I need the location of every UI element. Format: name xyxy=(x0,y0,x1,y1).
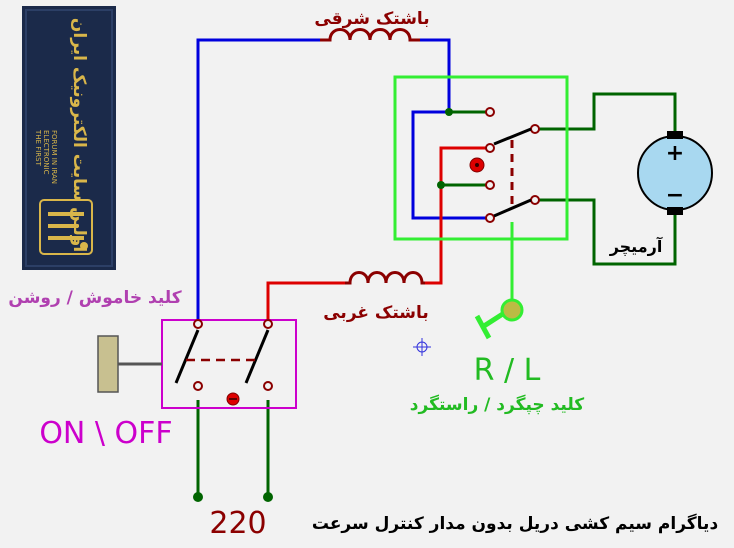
power-switch-handle xyxy=(97,335,119,393)
crosshair-icon xyxy=(413,338,431,356)
power-switch-label: کلید خاموش / روشن xyxy=(8,288,181,308)
power-switch-blades xyxy=(174,329,270,384)
supply-terminal-right xyxy=(263,492,273,502)
logo-english-3: FORUM IN IRAN xyxy=(50,130,58,184)
logo-english-1: THE FIRST xyxy=(34,129,42,167)
diagram-caption: دیاگرام سیم کشی دریل بدون مدار کنترل سرع… xyxy=(312,513,719,534)
wires xyxy=(196,38,677,497)
armature-wire-positive xyxy=(537,92,677,134)
toggle-lever-icon xyxy=(474,298,524,340)
armature-label: آرمیچر xyxy=(609,236,663,257)
screw-icon xyxy=(226,392,240,406)
junction-dot xyxy=(437,181,445,189)
power-switch-contacts xyxy=(193,319,273,391)
supply-voltage-label: 220 xyxy=(209,506,266,541)
armature-motor: + − xyxy=(637,131,713,215)
screw-icon xyxy=(469,157,485,173)
coil-west xyxy=(345,271,425,285)
direction-switch-contacts xyxy=(485,107,540,223)
motor-minus-sign: − xyxy=(666,183,684,208)
motor-plus-sign: + xyxy=(666,141,684,166)
blue-wire xyxy=(196,38,486,320)
coil-east-label: باشتک شرقی xyxy=(314,9,429,29)
supply-terminal-left xyxy=(193,492,203,502)
motor-terminal-bottom xyxy=(667,207,683,215)
logo-english-2: ELECTRONIC xyxy=(42,130,50,175)
logo-emblem-icon xyxy=(39,199,93,255)
logo-persian-text: اولین سایت الکترونیک ایران xyxy=(69,18,89,252)
power-switch xyxy=(97,319,297,409)
on-off-label: ON \ OFF xyxy=(39,416,172,451)
coil-east xyxy=(320,28,420,42)
logo-inner-frame xyxy=(25,9,113,267)
coil-west-label: باشتک غربی xyxy=(323,303,429,323)
armature-wire-negative xyxy=(537,198,677,266)
motor-terminal-top xyxy=(667,131,683,139)
direction-switch-blades xyxy=(493,127,532,218)
site-logo: اولین سایت الکترونیک ایران THE FIRST ELE… xyxy=(22,6,116,270)
direction-switch-box xyxy=(393,75,569,241)
junction-dot xyxy=(445,108,453,116)
direction-switch-label: کلید چپگرد / راستگرد xyxy=(410,394,584,415)
direction-toggle-label: R / L xyxy=(474,353,541,388)
direction-switch xyxy=(393,75,569,241)
red-wire xyxy=(266,146,486,320)
